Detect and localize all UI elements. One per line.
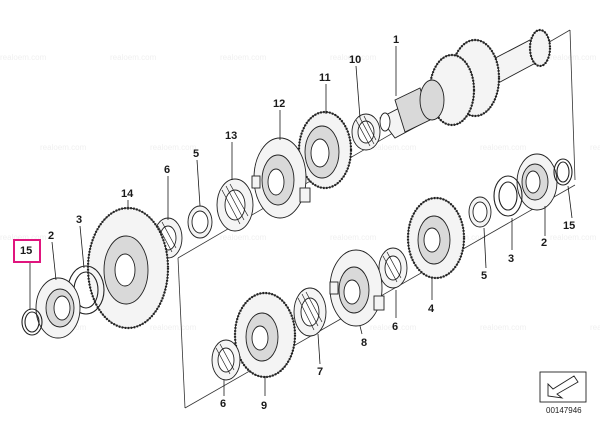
callout-9[interactable]: 9 [261, 400, 267, 412]
ball-bearing-2-left [35, 277, 81, 339]
watermark-text: realoem.com [590, 143, 600, 152]
large-gear-14 [86, 206, 170, 330]
callout-6-upper[interactable]: 6 [164, 164, 170, 176]
circlip-15-right [553, 158, 573, 186]
callout-5-right[interactable]: 5 [481, 270, 487, 282]
callout-6-middle[interactable]: 6 [392, 321, 398, 333]
watermark-text: realoem.com [370, 323, 417, 332]
needle-bearing-6-middle [378, 247, 408, 289]
spacer-ring-5-right [468, 196, 492, 228]
output-shaft [379, 28, 552, 139]
callout-6-lower[interactable]: 6 [220, 398, 226, 410]
needle-bearing-7 [293, 287, 327, 337]
direction-arrow-icon [539, 371, 587, 403]
callout-3-right[interactable]: 3 [508, 253, 514, 265]
watermark-text: realoem.com [330, 233, 377, 242]
document-number: 00147946 [546, 406, 582, 415]
watermark-text: realoem.com [480, 143, 527, 152]
watermark-text: realoem.com [110, 53, 157, 62]
thrust-washer-3-right [493, 175, 523, 217]
needle-bearing-10 [351, 113, 381, 151]
callout-2-right[interactable]: 2 [541, 237, 547, 249]
callout-11[interactable]: 11 [319, 72, 331, 84]
watermark-text: realoem.com [330, 53, 377, 62]
watermark-text: realoem.com [590, 323, 600, 332]
callout-7[interactable]: 7 [317, 366, 323, 378]
callout-13[interactable]: 13 [225, 130, 237, 142]
callout-1[interactable]: 1 [393, 34, 399, 46]
watermark-text: realoem.com [220, 233, 267, 242]
callout-2-left[interactable]: 2 [48, 230, 54, 242]
callout-3-left[interactable]: 3 [76, 214, 82, 226]
callout-14[interactable]: 14 [121, 188, 134, 200]
callout-5-upper[interactable]: 5 [193, 148, 199, 160]
gear-11 [297, 110, 353, 190]
callout-10[interactable]: 10 [349, 54, 361, 66]
circlip-15-left[interactable] [21, 308, 43, 336]
synchro-hub-12 [251, 137, 311, 219]
watermark-text: realoem.com [370, 143, 417, 152]
watermark-text: realoem.com [0, 233, 47, 242]
watermark-text: realoem.com [550, 53, 597, 62]
callout-8[interactable]: 8 [361, 337, 367, 349]
needle-bearing-13 [216, 178, 254, 232]
watermark-text: realoem.com [0, 53, 47, 62]
highlight-box [13, 239, 41, 263]
watermark-text: realoem.com [220, 53, 267, 62]
watermark-text: realoem.com [480, 323, 527, 332]
callout-labels: 1 10 11 12 13 5 6 14 3 2 15 2 3 5 4 6 8 … [20, 34, 575, 412]
watermark-text: realoem.com [40, 143, 87, 152]
spacer-ring-5-upper [187, 205, 213, 239]
leader-lines [29, 46, 573, 396]
watermark-text: realoem.com [150, 143, 197, 152]
callout-4[interactable]: 4 [428, 303, 435, 315]
watermark-text: realoem.com [550, 233, 597, 242]
needle-bearing-6-lower [211, 339, 241, 381]
synchro-hub-8 [329, 249, 385, 327]
callout-12[interactable]: 12 [273, 98, 285, 110]
gear-4 [406, 196, 466, 280]
gear-9 [233, 291, 297, 379]
watermark-text: realoem.com [150, 323, 197, 332]
callout-15-left[interactable]: 15 [20, 245, 32, 257]
callout-15-right[interactable]: 15 [563, 220, 575, 232]
ball-bearing-2-right [516, 153, 558, 211]
